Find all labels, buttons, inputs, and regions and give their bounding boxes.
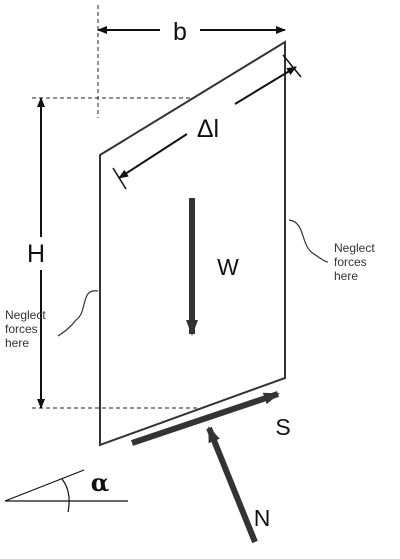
block-outline	[99, 40, 286, 447]
angle-alpha	[4, 469, 128, 513]
shear-arrow	[131, 391, 280, 446]
right-note-line-2: forces	[334, 255, 367, 269]
left-note-line-2: forces	[5, 322, 38, 336]
right-note-line-1: Neglect	[334, 241, 375, 255]
label-s: S	[275, 414, 290, 440]
right-note: Neglect forces here	[334, 241, 378, 283]
left-note-line-1: Neglect	[5, 308, 46, 322]
label-b: b	[173, 18, 187, 46]
label-alpha: α	[91, 468, 109, 497]
left-note-line-3: here	[5, 336, 29, 350]
label-delta-l: Δl	[197, 115, 219, 143]
label-n: N	[254, 505, 271, 531]
left-note: Neglect forces here	[5, 308, 49, 350]
right-note-leader	[288, 219, 329, 263]
label-h: H	[27, 240, 45, 268]
left-note-leader	[57, 290, 99, 337]
dimension-delta-l	[112, 54, 302, 190]
normal-arrow	[206, 426, 258, 544]
right-note-line-3: here	[334, 269, 358, 283]
label-w: W	[217, 254, 239, 280]
